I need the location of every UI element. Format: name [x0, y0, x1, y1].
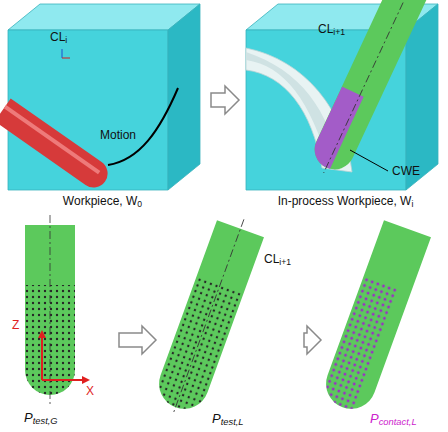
test-points: [150, 277, 243, 421]
motion-path: [108, 88, 178, 165]
process-arrow: [211, 86, 239, 114]
leader-line: [350, 150, 388, 171]
ball-end-tool: [25, 215, 75, 405]
figure-label: Ptest,G: [24, 410, 58, 426]
text-subscript: 0: [137, 199, 142, 209]
figure-label: CLi+1: [318, 22, 345, 36]
ball-end-tool: [150, 211, 267, 421]
figure-label: Pcontact,L: [370, 411, 417, 427]
figure-label: Ptest,L: [212, 411, 244, 427]
cutter-workpiece-engagement: [306, 87, 364, 174]
figure-panel: CLi+1CWE In-process Workpiece, Wi: [243, 0, 448, 215]
coordinate-mark: [62, 49, 70, 58]
figure-label: Workpiece, W0: [0, 194, 205, 208]
figure-label: CWE: [392, 164, 420, 178]
text-base: CL: [50, 30, 65, 44]
text-base: P: [24, 410, 33, 425]
text-subscript: test,G: [33, 416, 58, 426]
text-base: CL: [264, 252, 279, 266]
figure-label: In-process Workpiece, Wi: [243, 194, 448, 208]
figure-label: CLi+1: [264, 252, 291, 266]
figure-panel: CLiMotionWorkpiece, W0: [0, 0, 207, 215]
process-arrow: [304, 326, 321, 354]
axis-label: X: [86, 384, 94, 398]
text-base: P: [212, 411, 221, 426]
process-arrow: [119, 326, 156, 354]
text-subscript: i: [411, 199, 413, 209]
ball-end-tool: [317, 220, 431, 420]
ball-end-tool: [0, 98, 113, 193]
axis-label: Z: [12, 318, 19, 332]
text-base: In-process Workpiece, W: [278, 194, 412, 208]
workpiece-block: [8, 4, 200, 190]
text-subscript: contact,L: [379, 417, 417, 427]
contact-points: [317, 277, 397, 416]
figure-label: CLi: [50, 30, 67, 44]
text-subscript: i: [65, 35, 67, 45]
text-base: P: [370, 411, 379, 426]
ball-end-tool: [306, 0, 428, 181]
text-subscript: i+1: [279, 257, 291, 267]
axis-arrows: [42, 332, 88, 380]
text-subscript: i+1: [333, 27, 345, 37]
text-base: CL: [318, 22, 333, 36]
figure-label: Motion: [100, 128, 136, 142]
text-base: Workpiece, W: [63, 194, 137, 208]
figure-panel: Pcontact,L: [325, 222, 448, 432]
figure-panel: CLi+1Ptest,L: [160, 222, 300, 432]
text-subscript: test,L: [221, 417, 244, 427]
